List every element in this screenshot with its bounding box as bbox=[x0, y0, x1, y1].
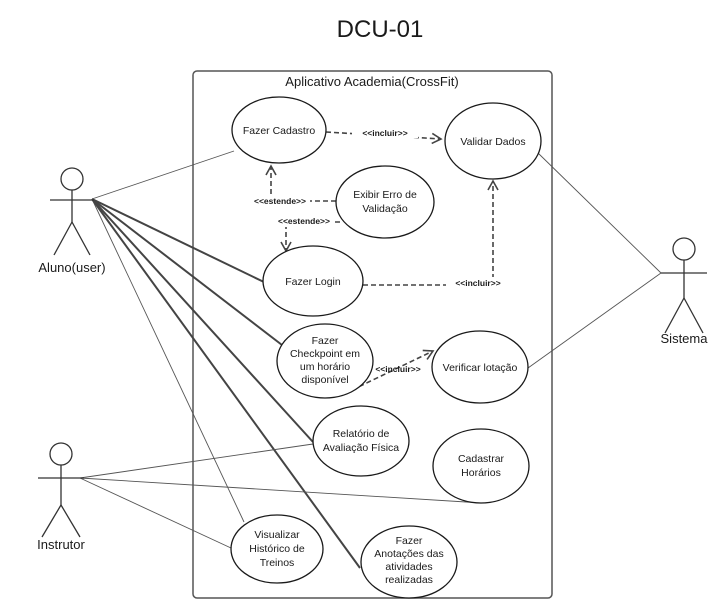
system-boundary bbox=[192, 70, 553, 599]
use-case-visualizar-historico: Visualizar Histórico de Treinos bbox=[230, 514, 324, 584]
incluir-checkpoint-lotacao-line bbox=[351, 349, 435, 391]
svg-text:Fazer Login: Fazer Login bbox=[285, 276, 341, 288]
svg-text:atividades: atividades bbox=[385, 561, 432, 573]
svg-text:Verificar lotação: Verificar lotação bbox=[443, 362, 518, 374]
svg-text:um horário: um horário bbox=[300, 361, 350, 373]
svg-text:Visualizar: Visualizar bbox=[254, 529, 300, 541]
assoc-instrutor-historico bbox=[79, 477, 232, 549]
estende-label-erro-login: <<estende>> bbox=[278, 216, 330, 226]
use-case-fazer-anotacoes: Fazer Anotações das atividades realizada… bbox=[360, 525, 458, 599]
svg-text:Fazer: Fazer bbox=[312, 335, 339, 347]
stick-figure-icon bbox=[38, 442, 84, 538]
svg-text:realizadas: realizadas bbox=[385, 574, 433, 586]
svg-text:Fazer: Fazer bbox=[396, 535, 423, 547]
assoc-aluno-checkpoint bbox=[91, 198, 283, 346]
use-case-relatorio-avaliacao: Relatório de Avaliação Física bbox=[312, 405, 410, 477]
svg-text:Relatório de: Relatório de bbox=[333, 428, 390, 440]
svg-text:Avaliação Física: Avaliação Física bbox=[323, 442, 399, 454]
assoc-aluno-login bbox=[91, 198, 267, 284]
actor-instrutor: Instrutor bbox=[37, 442, 86, 552]
use-case-exibir-erro: Exibir Erro de Validação bbox=[335, 165, 435, 239]
svg-text:Exibir Erro de: Exibir Erro de bbox=[353, 189, 417, 201]
use-case-fazer-cadastro: Fazer Cadastro bbox=[231, 96, 327, 164]
svg-text:Validar Dados: Validar Dados bbox=[460, 136, 525, 148]
svg-text:Checkpoint em: Checkpoint em bbox=[290, 348, 360, 360]
svg-text:Cadastrar: Cadastrar bbox=[458, 453, 505, 465]
sistema-associations bbox=[527, 152, 662, 369]
use-case-fazer-login: Fazer Login bbox=[262, 245, 364, 317]
actor-instrutor-label: Instrutor bbox=[37, 537, 85, 552]
incluir-label-checkpoint-lotacao: <<incluir>> bbox=[375, 364, 420, 374]
svg-text:Validação: Validação bbox=[362, 203, 407, 215]
use-case-validar-dados: Validar Dados bbox=[444, 102, 542, 180]
actor-sistema-label: Sistema bbox=[661, 331, 709, 346]
svg-text:disponível: disponível bbox=[301, 374, 348, 386]
instrutor-associations bbox=[79, 443, 483, 549]
assoc-aluno-cadastro bbox=[91, 150, 235, 200]
stick-figure-icon bbox=[661, 237, 707, 334]
incluir-label-cadastro-validar: <<incluir>> bbox=[362, 128, 407, 138]
assoc-sistema-validar bbox=[537, 152, 662, 274]
estende-label-erro-cadastro: <<estende>> bbox=[254, 196, 306, 206]
actor-aluno-label: Aluno(user) bbox=[38, 260, 105, 275]
use-case-fazer-checkpoint: Fazer Checkpoint em um horário disponíve… bbox=[276, 323, 374, 399]
svg-text:Horários: Horários bbox=[461, 467, 501, 479]
system-boundary-title: Aplicativo Academia(CrossFit) bbox=[285, 74, 458, 89]
svg-text:Anotações das: Anotações das bbox=[374, 548, 443, 560]
actor-sistema: Sistema bbox=[661, 237, 709, 346]
assoc-aluno-historico bbox=[91, 198, 245, 523]
svg-text:Treinos: Treinos bbox=[260, 557, 295, 569]
stick-figure-icon bbox=[50, 167, 94, 256]
incluir-label-login-validar: <<incluir>> bbox=[455, 278, 500, 288]
assoc-aluno-anotacoes bbox=[91, 198, 361, 569]
diagram-title: DCU-01 bbox=[337, 16, 424, 43]
assoc-instrutor-horarios bbox=[79, 477, 483, 504]
aluno-associations bbox=[91, 150, 361, 569]
svg-text:Fazer Cadastro: Fazer Cadastro bbox=[243, 125, 316, 137]
use-case-verificar-lotacao: Verificar lotação bbox=[431, 330, 529, 404]
actor-aluno: Aluno(user) bbox=[38, 167, 106, 275]
assoc-instrutor-relatorio bbox=[79, 443, 314, 479]
assoc-aluno-relatorio bbox=[91, 198, 314, 443]
assoc-sistema-lotacao bbox=[527, 272, 662, 369]
svg-text:Histórico de: Histórico de bbox=[249, 543, 305, 555]
use-case-cadastrar-horarios: Cadastrar Horários bbox=[432, 428, 530, 504]
